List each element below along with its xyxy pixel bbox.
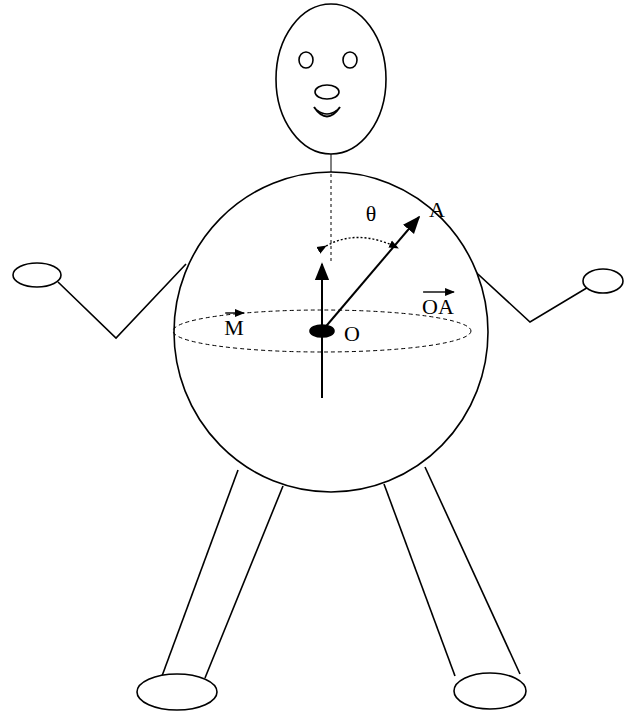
vector-label: OA — [420, 295, 456, 319]
vector-oa — [322, 217, 419, 331]
leg-line — [162, 470, 238, 676]
eye — [343, 52, 357, 68]
leg-line — [384, 484, 455, 676]
left-arm — [58, 264, 186, 338]
nose — [315, 85, 339, 99]
smile-inner — [317, 110, 337, 114]
body-sphere — [174, 172, 488, 492]
neck — [331, 154, 332, 173]
left-hand — [13, 263, 61, 287]
vector-label: M — [222, 316, 246, 340]
point-label: O — [342, 322, 362, 346]
vertical-axis — [331, 174, 332, 262]
angle-arc — [326, 237, 398, 248]
left-foot — [137, 674, 217, 710]
right-hand — [583, 269, 623, 293]
eye — [299, 52, 313, 68]
head — [276, 4, 386, 154]
point-o — [310, 325, 334, 337]
angle-label: θ — [364, 202, 379, 226]
smile — [314, 107, 340, 117]
leg-line — [205, 486, 283, 678]
leg-line — [425, 467, 520, 674]
point-label: A — [427, 198, 447, 222]
vector-overarrow — [225, 312, 244, 313]
vector-overarrow — [423, 291, 454, 292]
right-foot — [454, 673, 526, 709]
